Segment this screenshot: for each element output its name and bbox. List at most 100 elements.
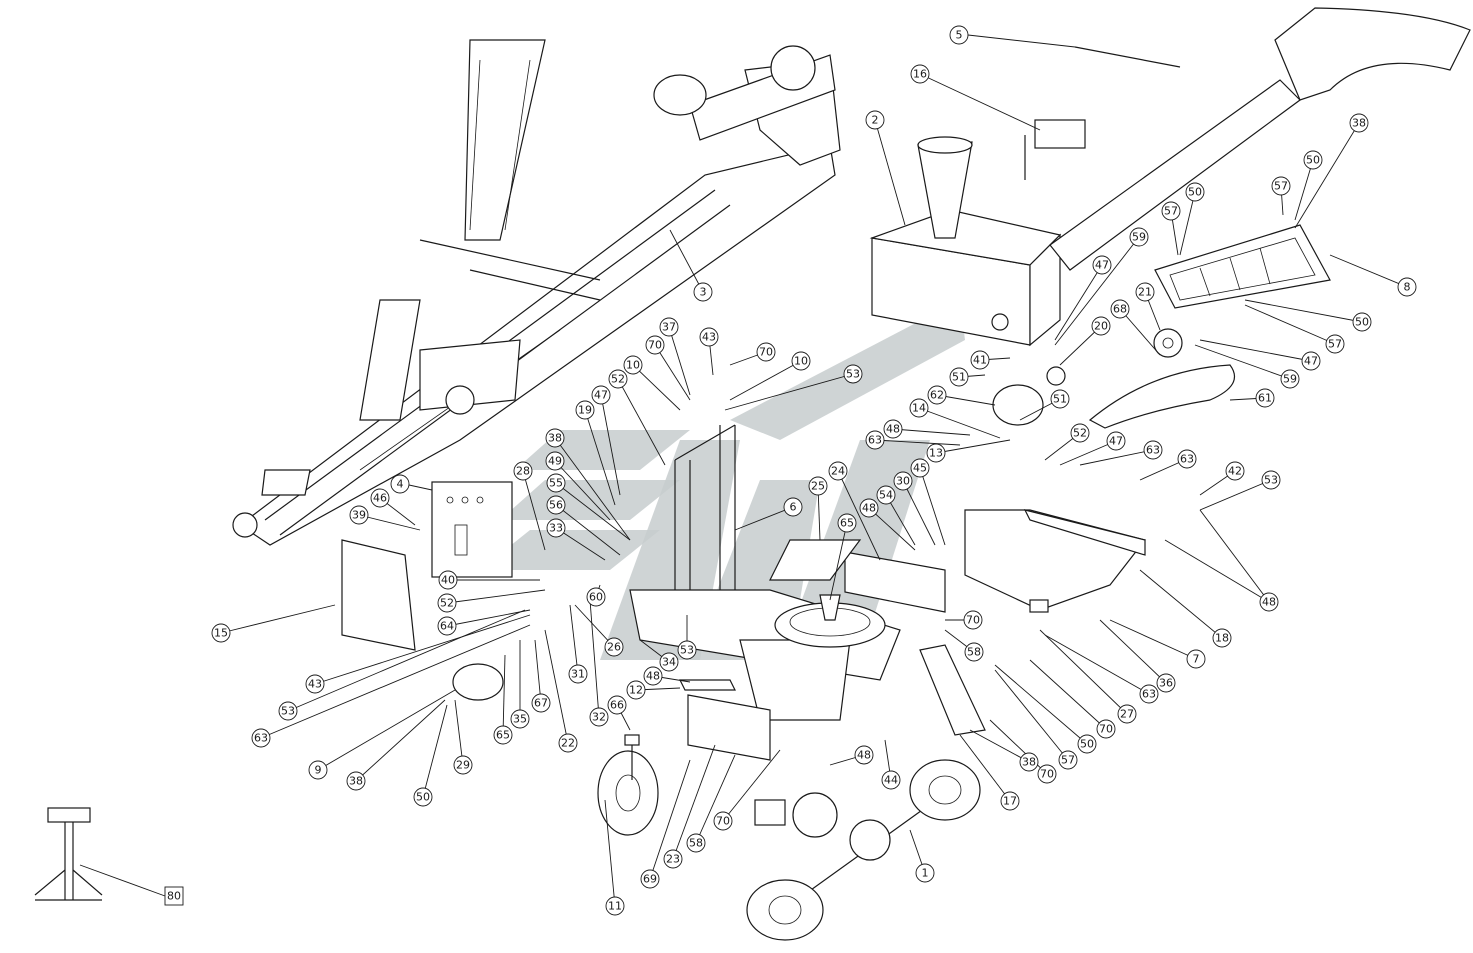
boxed-callout: 80	[164, 886, 184, 906]
callout-number: 40	[441, 574, 455, 587]
callout-number: 32	[592, 711, 606, 724]
callout-circle	[1139, 684, 1159, 704]
callout-number: 50	[416, 791, 430, 804]
callout-circle	[1110, 299, 1130, 319]
callout-63: 63	[1177, 449, 1197, 469]
callout-48: 48	[859, 498, 879, 518]
callout-48: 48	[883, 419, 903, 439]
callout-number: 11	[608, 900, 622, 913]
callout-number: 1	[922, 867, 929, 880]
callout-number: 55	[549, 477, 563, 490]
callout-number: 63	[1146, 444, 1160, 457]
callout-50: 50	[1303, 150, 1323, 170]
callout-number: 47	[1095, 259, 1109, 272]
callout-34: 34	[659, 652, 679, 672]
callout-circle	[1077, 734, 1097, 754]
callout-number: 50	[1188, 186, 1202, 199]
callout-number: 56	[549, 499, 563, 512]
callout-number: 63	[254, 732, 268, 745]
callout-12: 12	[626, 680, 646, 700]
callout-48: 48	[854, 745, 874, 765]
callout-number: 29	[456, 759, 470, 772]
panel-24	[844, 551, 946, 613]
callout-58: 58	[964, 642, 984, 662]
callout-number: 68	[1113, 303, 1127, 316]
callout-number: 48	[646, 670, 660, 683]
callout-4: 4	[390, 474, 410, 494]
callout-57: 57	[1325, 334, 1345, 354]
callout-number: 63	[1180, 453, 1194, 466]
plate-25	[769, 539, 862, 581]
callout-6: 6	[783, 497, 803, 517]
callout-47: 47	[1092, 255, 1112, 275]
callout-number: 38	[548, 432, 562, 445]
callout-number: 30	[896, 475, 910, 488]
callout-36: 36	[1156, 673, 1176, 693]
callout-circle	[626, 680, 646, 700]
callout-number: 63	[1142, 688, 1156, 701]
callout-65: 65	[493, 725, 513, 745]
callout-40: 40	[438, 570, 458, 590]
callout-24: 24	[828, 461, 848, 481]
callout-circle	[713, 811, 733, 831]
callout-circle	[970, 350, 990, 370]
callout-number: 51	[952, 371, 966, 384]
callout-circle	[893, 471, 913, 491]
callout-circle	[604, 637, 624, 657]
callout-circle	[211, 623, 231, 643]
callout-62: 62	[927, 385, 947, 405]
callout-65: 65	[837, 513, 857, 533]
callout-48: 48	[1259, 592, 1279, 612]
callout-20: 20	[1091, 316, 1111, 336]
callout-number: 10	[794, 355, 808, 368]
callout-circle	[783, 497, 803, 517]
callout-31: 31	[568, 664, 588, 684]
callout-50: 50	[1352, 312, 1372, 332]
callout-number: 70	[1040, 768, 1054, 781]
callout-circle	[437, 616, 457, 636]
callout-circle	[545, 428, 565, 448]
callout-38: 38	[1349, 113, 1369, 133]
callout-number: 16	[913, 68, 927, 81]
callout-26: 26	[604, 637, 624, 657]
callout-circle	[909, 398, 929, 418]
callout-circle	[1019, 752, 1039, 772]
callout-44: 44	[881, 770, 901, 790]
callout-number: 41	[973, 354, 987, 367]
callout-57: 57	[1058, 750, 1078, 770]
callout-number: 57	[1061, 754, 1075, 767]
callout-circle	[1037, 764, 1057, 784]
callout-circle	[1185, 182, 1205, 202]
callout-number: 10	[626, 359, 640, 372]
callout-number: 25	[811, 480, 825, 493]
callout-47: 47	[591, 385, 611, 405]
callout-number: 48	[862, 502, 876, 515]
callout-circle	[949, 25, 969, 45]
callout-number: 63	[868, 434, 882, 447]
callout-circle	[349, 505, 369, 525]
callout-number: 57	[1164, 205, 1178, 218]
callout-number: 46	[373, 492, 387, 505]
leader-lines	[79, 34, 1408, 907]
callout-69: 69	[640, 869, 660, 889]
callout-55: 55	[546, 473, 566, 493]
callout-67: 67	[531, 693, 551, 713]
callout-43: 43	[699, 327, 719, 347]
callout-number: 14	[912, 402, 926, 415]
callout-circle	[926, 443, 946, 463]
callout-circle	[843, 364, 863, 384]
callout-56: 56	[546, 495, 566, 515]
callout-70: 70	[1096, 719, 1116, 739]
callout-number: 23	[666, 853, 680, 866]
callout-circle	[1117, 704, 1137, 724]
callout-17: 17	[1000, 791, 1020, 811]
chute-18	[964, 509, 1147, 613]
callout-circle	[1186, 649, 1206, 669]
callout-64: 64	[437, 616, 457, 636]
drive-parts	[992, 328, 1235, 429]
callout-number: 12	[629, 684, 643, 697]
callout-5: 5	[949, 25, 969, 45]
callout-circle	[1156, 673, 1176, 693]
callout-circle	[1050, 389, 1070, 409]
